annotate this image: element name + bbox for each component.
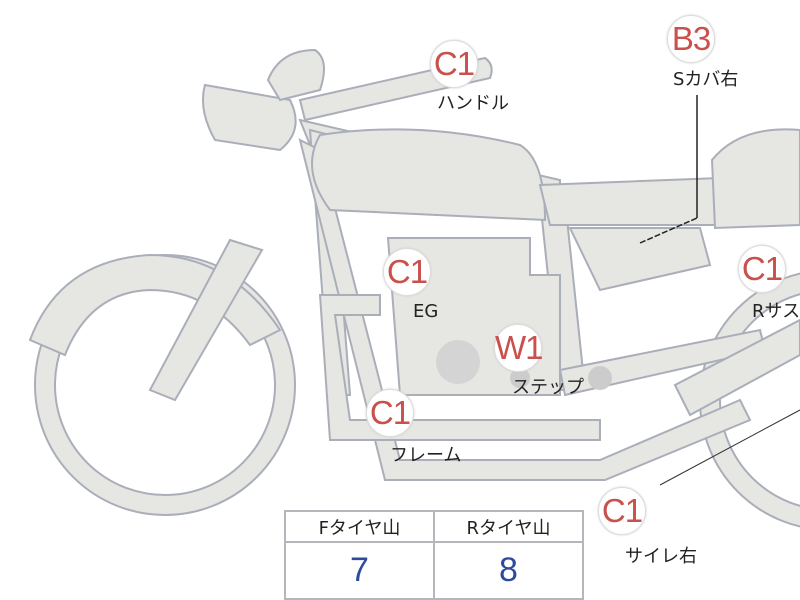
exhaust	[318, 294, 601, 441]
muffler	[673, 318, 800, 417]
side-cover	[568, 227, 712, 292]
grade-badge-side-cover: B3	[667, 15, 715, 63]
grade-badge-engine: C1	[383, 248, 431, 296]
frame-lower	[298, 138, 752, 481]
grade-badge-frame: C1	[366, 389, 414, 437]
rear-tire-value: 8	[433, 541, 584, 600]
engine-cover	[436, 340, 480, 384]
headlight	[202, 83, 297, 152]
label-step: ステップ	[512, 377, 584, 398]
meter	[266, 48, 325, 102]
label-handle: ハンドル	[437, 93, 509, 114]
front-tire-header: Fタイヤ山	[284, 510, 435, 543]
front-tire-value: 7	[284, 541, 435, 600]
grade-badge-rear-suspension: C1	[738, 245, 786, 293]
grade-badge-step: W1	[494, 324, 544, 372]
grade-badge-handle: C1	[430, 40, 478, 88]
fuel-tank	[311, 128, 547, 222]
label-engine: EG	[413, 301, 439, 322]
grade-badge-muffler: C1	[598, 487, 646, 535]
tire-tread-table: Fタイヤ山 Rタイヤ山 7 8	[284, 510, 584, 600]
label-frame: フレーム	[390, 445, 462, 466]
rear-cowl	[710, 128, 800, 230]
label-rear-suspension: Rサス	[752, 301, 800, 322]
seat	[538, 176, 721, 226]
rear-tire-header: Rタイヤ山	[433, 510, 584, 543]
front-fork	[148, 238, 264, 402]
label-muffler: サイレ右	[625, 546, 697, 567]
label-side-cover: Sカバ右	[673, 69, 739, 90]
